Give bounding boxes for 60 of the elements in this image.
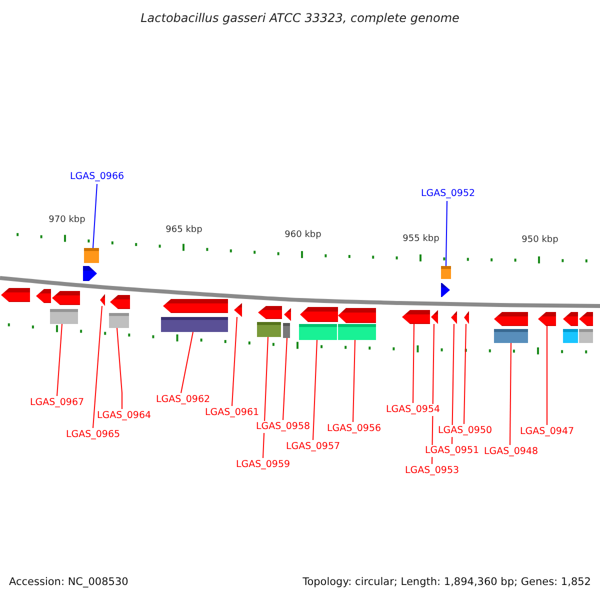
gene-label: LGAS_0948 [484, 446, 538, 458]
scale-label: 970 kbp [48, 214, 86, 226]
gene-feature [538, 312, 556, 326]
leader-line [546, 326, 548, 426]
gene-feature [36, 289, 51, 303]
leader-line [92, 184, 98, 248]
gene-label: LGAS_0952 [420, 188, 476, 200]
gene-label: LGAS_0950 [438, 425, 492, 437]
gene-label: LGAS_0947 [520, 426, 574, 438]
gene-feature [464, 311, 469, 324]
leader-line [232, 316, 238, 406]
leader-line [312, 340, 318, 440]
scale-label: 960 kbp [284, 229, 322, 241]
leader-line [464, 324, 466, 424]
scale-label: 950 kbp [522, 234, 558, 246]
gene-label: LGAS_0964 [96, 410, 152, 422]
leader-line [352, 340, 356, 422]
leader-line [452, 324, 454, 444]
gene-feature [50, 291, 80, 324]
gene-label: LGAS_0953 [404, 465, 460, 477]
title: Lactobacillus gasseri ATCC 33323, complete genome [140, 12, 460, 24]
gene-label: LGAS_0958 [256, 421, 310, 433]
accession-text: Accession: NC_008530 [9, 576, 128, 588]
gene-feature [1, 288, 30, 302]
gene-label: LGAS_0961 [204, 407, 260, 419]
gene-feature [83, 248, 99, 281]
genome-summary: Topology: circular; Length: 1,894,360 bp; Genes: 1,852 [302, 576, 591, 588]
gene-feature [161, 299, 228, 332]
gene-feature [283, 308, 291, 338]
leader-line [180, 332, 194, 394]
gene-feature [451, 311, 457, 324]
leader-line [92, 306, 102, 428]
gene-feature [338, 308, 376, 340]
gene-feature [234, 303, 242, 317]
gene-feature [100, 294, 105, 306]
gene-label: LGAS_0956 [326, 423, 382, 435]
leader-line [446, 200, 448, 266]
leader-line [282, 338, 288, 420]
gene-feature [299, 307, 338, 340]
gene-label: LGAS_0965 [66, 429, 120, 441]
gene-feature [257, 306, 282, 337]
gene-label: LGAS_0951 [424, 445, 480, 457]
scale-label: 955 kbp [402, 233, 440, 245]
gene-feature [494, 312, 528, 343]
leader-line [116, 328, 122, 410]
scale-label: 965 kbp [166, 224, 202, 236]
gene-feature [109, 295, 130, 328]
gene-feature [441, 266, 451, 297]
leader-line [262, 336, 268, 458]
gene-label: LGAS_0967 [30, 397, 84, 409]
gene-label: LGAS_0966 [70, 171, 124, 183]
gene-feature [563, 312, 578, 343]
gene-label: LGAS_0962 [156, 394, 210, 406]
leader-line [412, 324, 414, 404]
leader-line [510, 342, 512, 446]
gene-label: LGAS_0954 [386, 404, 440, 416]
gene-feature [579, 312, 593, 343]
gene-label: LGAS_0959 [236, 459, 290, 471]
gene-label: LGAS_0957 [286, 441, 340, 453]
leader-line [56, 324, 62, 396]
